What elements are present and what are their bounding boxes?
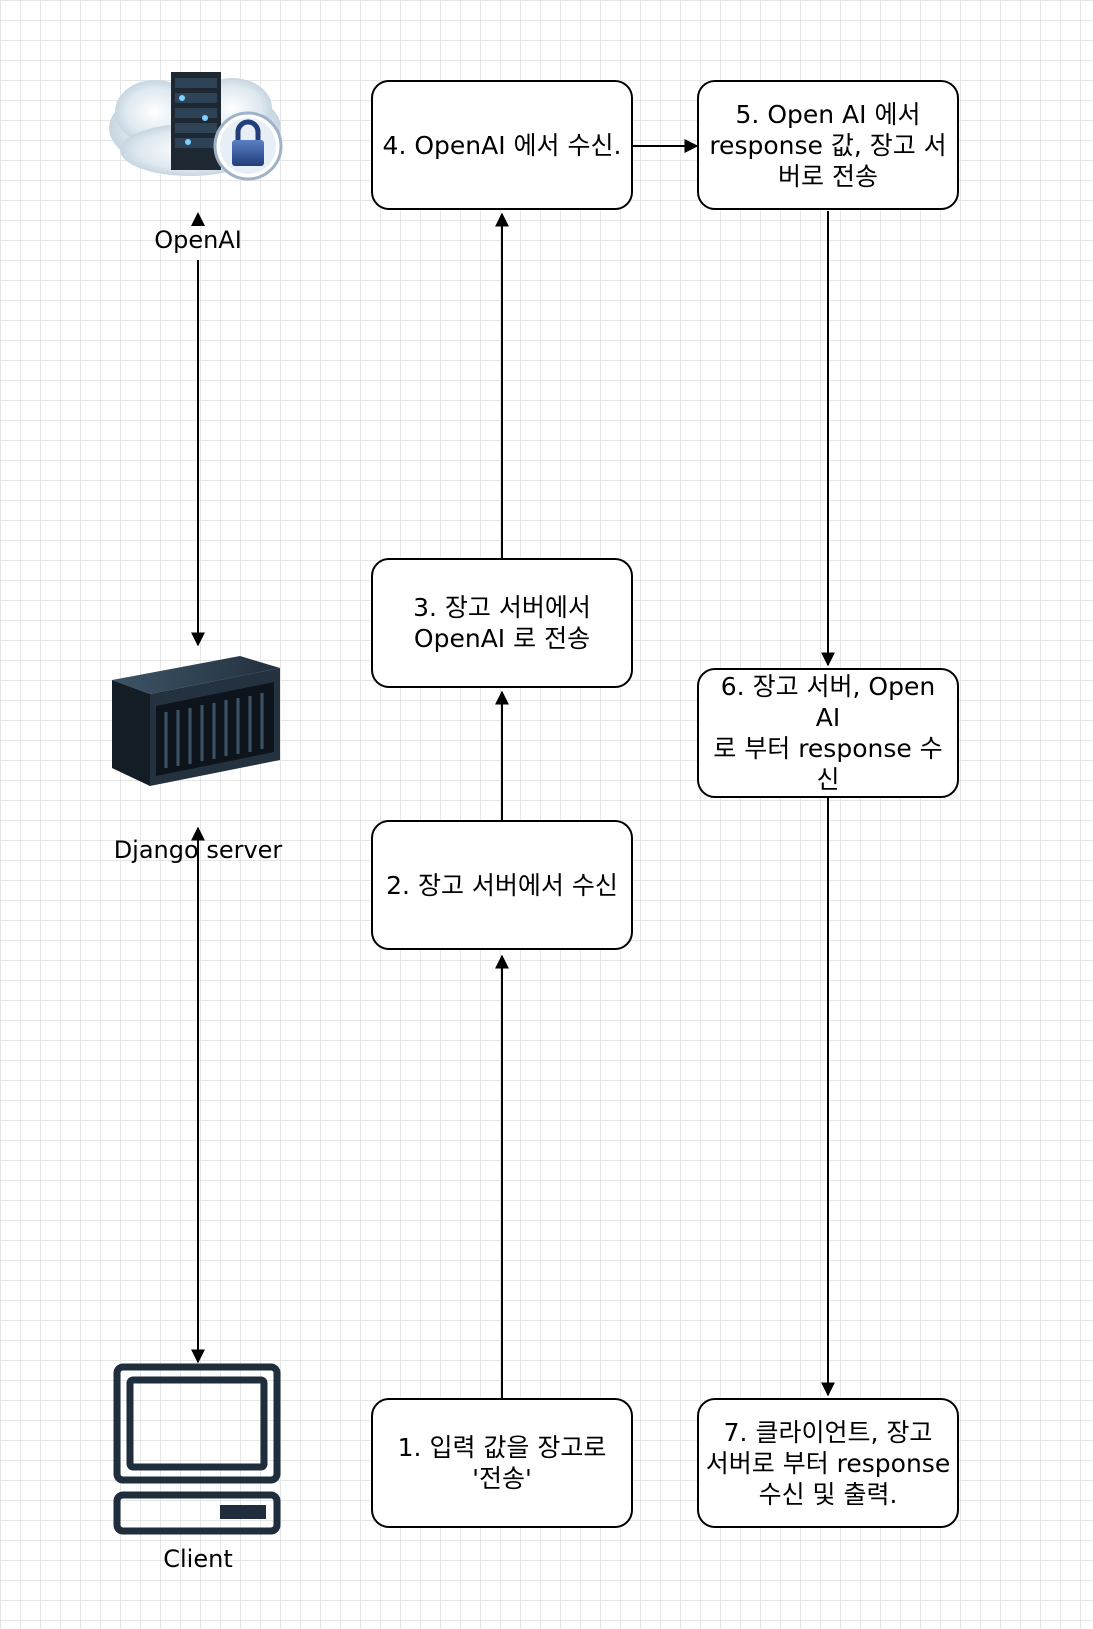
rack-server-icon	[112, 656, 280, 786]
step-6-box: 6. 장고 서버, Open AI 로 부터 response 수 신	[697, 668, 959, 798]
step-5-box: 5. Open AI 에서 response 값, 장고 서 버로 전송	[697, 80, 959, 210]
cloud-server-lock-icon	[109, 72, 283, 181]
step-7-box: 7. 클라이언트, 장고 서버로 부터 response 수신 및 출력.	[697, 1398, 959, 1528]
step-2-box: 2. 장고 서버에서 수신	[371, 820, 633, 950]
client-label: Client	[163, 1545, 233, 1573]
step-4-box: 4. OpenAI 에서 수신.	[371, 80, 633, 210]
openai-up-arrow	[191, 212, 205, 226]
disk-drive-slot	[220, 1505, 266, 1519]
step-1-box: 1. 입력 값을 장고로 '전송'	[371, 1398, 633, 1528]
step-3-box: 3. 장고 서버에서 OpenAI 로 전송	[371, 558, 633, 688]
openai-label: OpenAI	[154, 226, 242, 254]
computer-monitor-icon	[113, 1363, 281, 1535]
django-server-label: Django server	[113, 836, 283, 864]
